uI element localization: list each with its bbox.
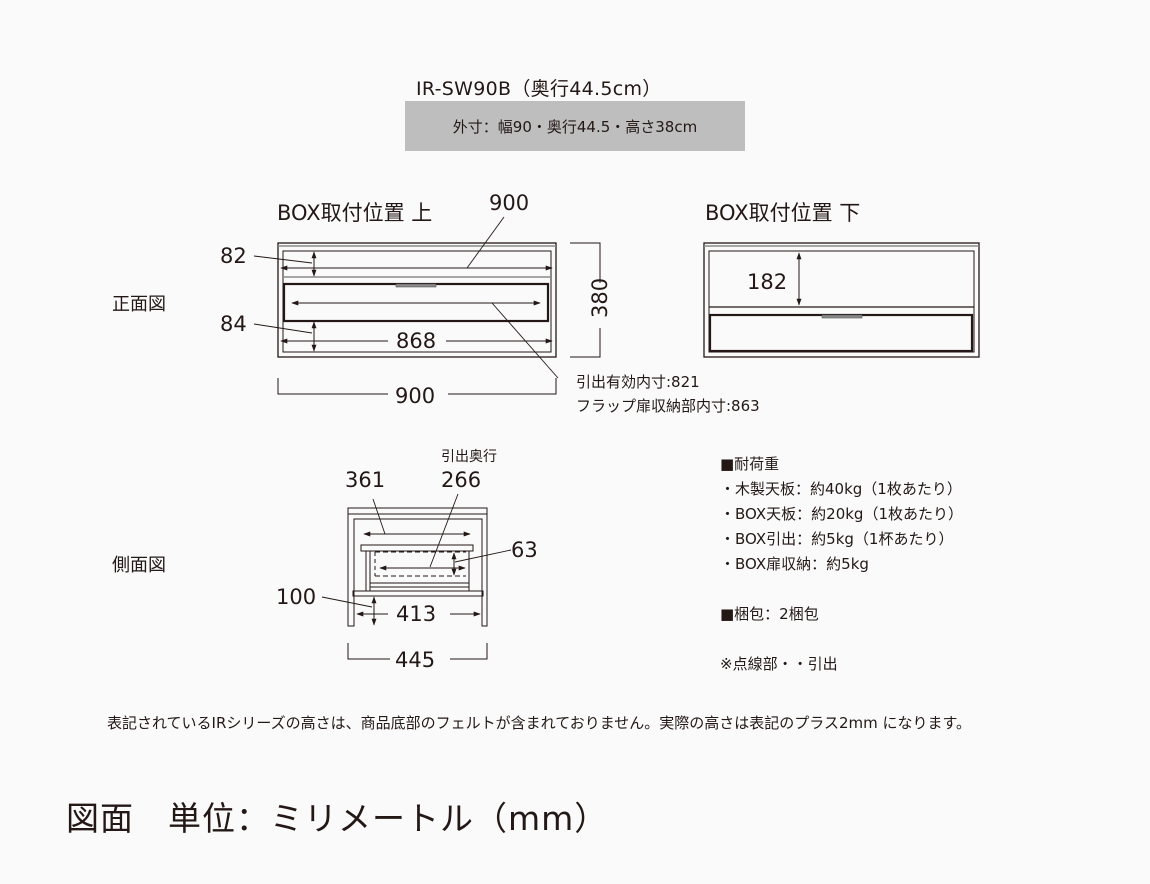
dim-height: 380	[588, 278, 612, 318]
packaging-info: ■梱包：2梱包	[720, 605, 819, 623]
specs-panel: ■耐荷重 ・木製天板：約40kg（1枚あたり） ・BOX天板：約20kg（1枚あ…	[720, 452, 963, 677]
dim-shelf-depth: 361	[345, 468, 385, 492]
page-title: 図面 単位：ミリメートル（mm）	[66, 799, 609, 838]
load-item: ・BOX引出：約5kg（1杯あたり）	[720, 530, 954, 548]
dim-width-inner: 900	[489, 191, 529, 215]
dim-overall-depth: 445	[395, 648, 435, 672]
outer-dimensions-text: 外寸：幅90・奥行44.5・高さ38cm	[452, 117, 698, 136]
dim-top-gap: 82	[220, 244, 247, 268]
height-footnote: 表記されているIRシリーズの高さは、商品底部のフェルトが含まれておりません。実際…	[107, 714, 972, 732]
load-heading: ■耐荷重	[720, 455, 780, 473]
side-view-drawing	[321, 493, 512, 660]
dim-drawer-depth: 266	[441, 468, 481, 492]
dim-upper-space: 182	[747, 270, 787, 294]
flap-inner-note: フラップ扉収納部内寸:863	[576, 397, 760, 415]
box-bottom-label: BOX取付位置 下	[705, 201, 861, 225]
side-view-label: 側面図	[112, 555, 166, 576]
dim-inner-depth: 413	[396, 602, 436, 626]
model-title: IR-SW90B（奥行44.5cm）	[416, 78, 662, 100]
load-item: ・BOX天板：約20kg（1枚あたり）	[720, 505, 963, 523]
dim-bottom-gap-side: 100	[276, 585, 316, 609]
outer-dimensions-box: 外寸：幅90・奥行44.5・高さ38cm	[405, 101, 745, 151]
load-item: ・BOX扉収納：約5kg	[720, 555, 869, 573]
front-view-box-top	[253, 216, 601, 395]
dashed-line-legend: ※点線部・・引出	[720, 655, 838, 673]
front-view-box-bottom	[703, 242, 980, 358]
drawer-depth-label: 引出奥行	[441, 448, 497, 465]
dim-lower-width: 868	[396, 329, 436, 353]
box-top-label: BOX取付位置 上	[277, 201, 433, 225]
dim-drawer-height: 63	[511, 538, 538, 562]
drawer-inner-note: 引出有効内寸:821	[576, 373, 700, 391]
load-item: ・木製天板：約40kg（1枚あたり）	[720, 480, 962, 498]
dim-bottom-gap: 84	[220, 312, 247, 336]
front-view-label: 正面図	[112, 294, 166, 315]
dim-overall-width: 900	[395, 384, 435, 408]
